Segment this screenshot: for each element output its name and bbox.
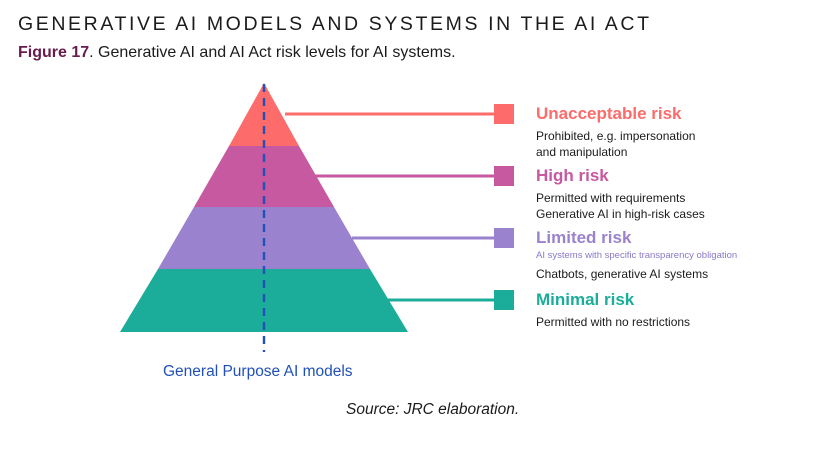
- legend-title-high: High risk: [536, 166, 609, 185]
- figure-label: Figure 17: [18, 44, 90, 61]
- figure-caption: Figure 17. Generative AI and AI Act risk…: [18, 44, 456, 62]
- legend-square-high: [494, 166, 514, 186]
- legend-square-unacceptable: [494, 104, 514, 124]
- legend-desc-line: Generative AI in high-risk cases: [536, 207, 705, 221]
- pyramid-tier-high: [194, 146, 334, 207]
- legend-desc-line: Prohibited, e.g. impersonation: [536, 129, 696, 143]
- legend-title-minimal: Minimal risk: [536, 290, 635, 309]
- legend-square-minimal: [494, 290, 514, 310]
- general-purpose-label: General Purpose AI models: [163, 363, 353, 380]
- legend-high: High risk Permitted with requirements Ge…: [536, 166, 705, 222]
- legend-desc-line: Chatbots, generative AI systems: [536, 267, 709, 281]
- legend-title-limited: Limited risk: [536, 228, 632, 247]
- legend-desc-line: Permitted with no restrictions: [536, 315, 691, 329]
- legend-desc-line: Permitted with requirements: [536, 191, 686, 205]
- legend-note: AI systems with specific transparency ob…: [536, 250, 738, 261]
- section-heading: GENERATIVE AI MODELS AND SYSTEMS IN THE …: [18, 13, 652, 35]
- legend-minimal: Minimal risk Permitted with no restricti…: [536, 290, 690, 330]
- legend-desc-line: and manipulation: [536, 145, 628, 159]
- source-note: Source: JRC elaboration.: [346, 401, 520, 418]
- legend-title-unacceptable: Unacceptable risk: [536, 104, 682, 123]
- legend-limited: Limited risk AI systems with specific tr…: [536, 228, 737, 282]
- legend-square-limited: [494, 228, 514, 248]
- figure-caption-text: . Generative AI and AI Act risk levels f…: [89, 44, 456, 61]
- legend-unacceptable: Unacceptable risk Prohibited, e.g. imper…: [536, 104, 695, 160]
